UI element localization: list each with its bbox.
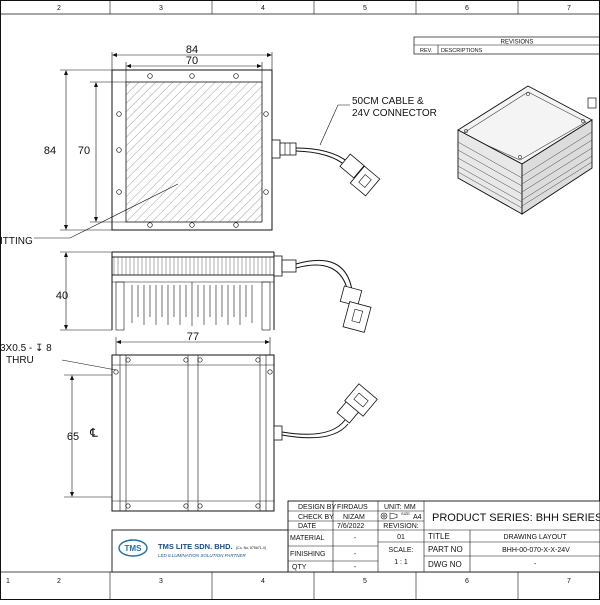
top-view-height-dims (60, 69, 126, 231)
design-by-label: DESIGN BY (298, 504, 336, 511)
qty-label: QTY (292, 564, 307, 571)
side-view-fins (112, 281, 274, 331)
projection-symbol-icon (380, 512, 398, 520)
date-value: 7/6/2022 (337, 523, 364, 530)
bottom-width: 77 (187, 331, 199, 343)
col-label-bottom-6: 6 (465, 578, 469, 585)
company-tagline: LED ILLUMINATION SOLUTION PARTNER (158, 553, 247, 558)
hole-note-line1: 3X0.5 - ↧ 8 (0, 343, 52, 354)
col-label-bottom-7: 7 (567, 578, 571, 585)
company-name: TMS LITE SDN. BHD. (158, 542, 233, 551)
company-logo: TMS (118, 539, 148, 557)
isometric-view (457, 85, 597, 215)
top-outer-width: 84 (186, 44, 198, 56)
cable-note-line1: 50CM CABLE & (352, 96, 424, 107)
fitting-label: ITTING (0, 236, 33, 247)
cable-note-line2: 24V CONNECTOR (352, 108, 437, 119)
col-label-top-2: 2 (57, 5, 61, 12)
date-label: DATE (298, 523, 316, 530)
revisions-rev-header: REV. (420, 48, 433, 54)
revision-value: 01 (397, 534, 405, 541)
scale-label: SCALE: (389, 547, 414, 554)
title-label: TITLE (428, 532, 450, 541)
check-by-value: NIZAM (343, 514, 365, 521)
side-view: 40 (56, 251, 372, 333)
top-outer-height: 84 (44, 145, 56, 157)
side-height: 40 (56, 290, 68, 302)
dwg-no-label: DWG NO (428, 560, 462, 569)
col-label-bottom-2: 2 (57, 578, 61, 585)
bottom-view-rails (112, 355, 274, 511)
revisions-title: REVISIONS (501, 40, 534, 46)
part-no-label: PART NO (428, 545, 463, 554)
revisions-table: REVISIONS REV. DESCRIPTIONS (413, 36, 600, 55)
material-value: - (354, 535, 357, 542)
title-value: DRAWING LAYOUT (503, 534, 567, 541)
bottom-height: 65 (67, 431, 79, 443)
size-label: SIZE (401, 511, 410, 516)
company-reg: (Co. No. 875671-V) (236, 546, 266, 550)
scale-value: 1 : 1 (394, 559, 408, 566)
part-no-value: BHH-00-070-X-X-24V (502, 547, 570, 554)
material-label: MATERIAL (290, 535, 325, 542)
size-value: A4 (413, 514, 422, 521)
col-label-bottom-4: 4 (261, 578, 265, 585)
top-view-width-dims (111, 52, 273, 82)
top-view: 50CM CABLE & 24V CONNECTOR ITTING 84 70 (0, 44, 437, 247)
revisions-desc-header: DESCRIPTIONS (441, 48, 483, 54)
col-label-top-6: 6 (465, 5, 469, 12)
unit-label: UNIT: (384, 504, 402, 511)
col-label-top-5: 5 (363, 5, 367, 12)
col-label-top-7: 7 (567, 5, 571, 12)
top-view-screw-holes (116, 73, 269, 228)
finishing-label: FINISHING (290, 551, 325, 558)
col-label-bottom-1: 1 (6, 578, 10, 585)
col-label-bottom-5: 5 (363, 578, 367, 585)
centerline-symbol: ℄ (89, 426, 98, 440)
col-label-bottom-3: 3 (159, 578, 163, 585)
design-by-value: FIRDAUS (337, 504, 368, 511)
dwg-no-value: - (534, 561, 537, 568)
hole-note-line2: THRU (6, 355, 34, 366)
bottom-view: 77 65 ℄ 3X0.5 - ↧ 8 THRU (0, 331, 378, 512)
top-inner-height: 70 (78, 145, 90, 157)
company-logo-text: TMS (125, 544, 143, 553)
product-series: PRODUCT SERIES: BHH SERIES (432, 512, 600, 524)
col-label-top-3: 3 (159, 5, 163, 12)
col-label-top-4: 4 (261, 5, 265, 12)
finishing-value: - (354, 551, 357, 558)
qty-value: - (354, 564, 357, 571)
top-inner-width: 70 (186, 55, 198, 67)
title-block: DESIGN BY FIRDAUS CHECK BY NIZAM DATE 7/… (111, 500, 600, 573)
check-by-label: CHECK BY (298, 514, 334, 521)
isometric-fins (457, 131, 593, 209)
revision-label: REVISION: (383, 523, 418, 530)
unit-value: MM (404, 504, 416, 511)
